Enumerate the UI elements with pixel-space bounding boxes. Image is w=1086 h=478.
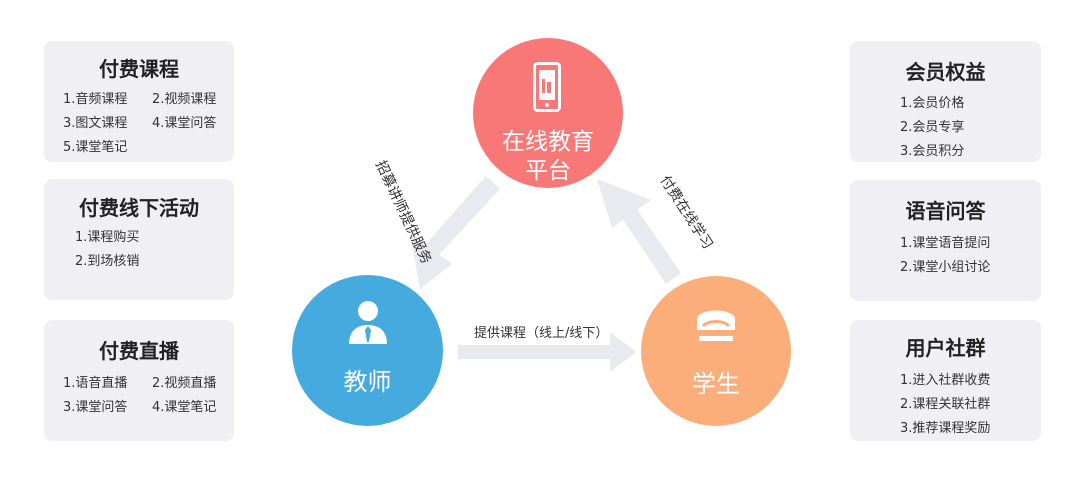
arrow-platform-to-teacher — [410, 176, 500, 289]
card-item: 4.课堂笔记 — [152, 400, 217, 415]
card-title: 会员权益 — [905, 60, 986, 84]
node-platform-label-line2: 平台 — [525, 158, 571, 184]
card-voice-qa: 语音问答 1.课堂语音提问 2.课堂小组讨论 — [850, 180, 1041, 301]
card-title: 付费课程 — [99, 57, 179, 81]
card-item: 2.课堂小组讨论 — [900, 260, 991, 275]
card-item: 3.会员积分 — [900, 144, 965, 159]
card-item: 2.到场核销 — [75, 254, 140, 269]
card-item: 1.语音直播 — [63, 376, 128, 391]
card-title: 语音问答 — [905, 199, 986, 223]
card-item: 3.图文课程 — [63, 116, 128, 131]
card-item: 1.会员价格 — [900, 96, 965, 111]
node-student-label: 学生 — [692, 370, 740, 398]
card-title: 付费线下活动 — [79, 196, 199, 220]
arrow-student-to-platform — [597, 179, 681, 284]
card-title: 用户社群 — [905, 336, 986, 360]
card-paid-courses: 付费课程 1.音频课程 2.视频课程 3.图文课程 4.课堂问答 5.课堂笔记 — [44, 41, 234, 162]
node-teacher-label: 教师 — [343, 368, 392, 396]
card-item: 2.视频课程 — [152, 92, 217, 107]
card-item: 4.课堂问答 — [152, 116, 217, 131]
card-item: 1.音频课程 — [63, 92, 128, 107]
card-item: 1.课堂语音提问 — [900, 236, 991, 251]
smartphone-icon — [533, 62, 561, 116]
node-student: 学生 — [641, 276, 791, 426]
arrow-teacher-to-student — [458, 332, 636, 372]
card-user-community: 用户社群 1.进入社群收费 2.课程关联社群 3.推荐课程奖励 — [850, 320, 1041, 441]
card-item: 3.课堂问答 — [63, 400, 128, 415]
node-platform: 在线教育 平台 — [473, 38, 623, 188]
person-tie-icon — [347, 298, 389, 350]
card-item: 1.课程购买 — [75, 230, 140, 245]
card-item: 5.课堂笔记 — [63, 140, 128, 155]
card-item: 2.会员专享 — [900, 120, 965, 135]
node-platform-label-line1: 在线教育 — [502, 129, 594, 155]
card-paid-live: 付费直播 1.语音直播 2.视频直播 3.课堂问答 4.课堂笔记 — [44, 320, 234, 441]
card-item: 2.课程关联社群 — [900, 397, 991, 412]
card-member-benefits: 会员权益 1.会员价格 2.会员专享 3.会员积分 — [850, 41, 1041, 162]
node-teacher: 教师 — [292, 275, 443, 426]
card-title: 付费直播 — [99, 339, 179, 363]
card-item: 1.进入社群收费 — [900, 373, 991, 388]
card-paid-offline-activity: 付费线下活动 1.课程购买 2.到场核销 — [44, 179, 234, 300]
card-item: 3.推荐课程奖励 — [900, 421, 991, 436]
card-item: 2.视频直播 — [152, 376, 217, 391]
edge-label-teacher-to-student: 提供课程（线上/线下） — [474, 326, 609, 341]
graduation-cap-icon — [695, 304, 737, 348]
